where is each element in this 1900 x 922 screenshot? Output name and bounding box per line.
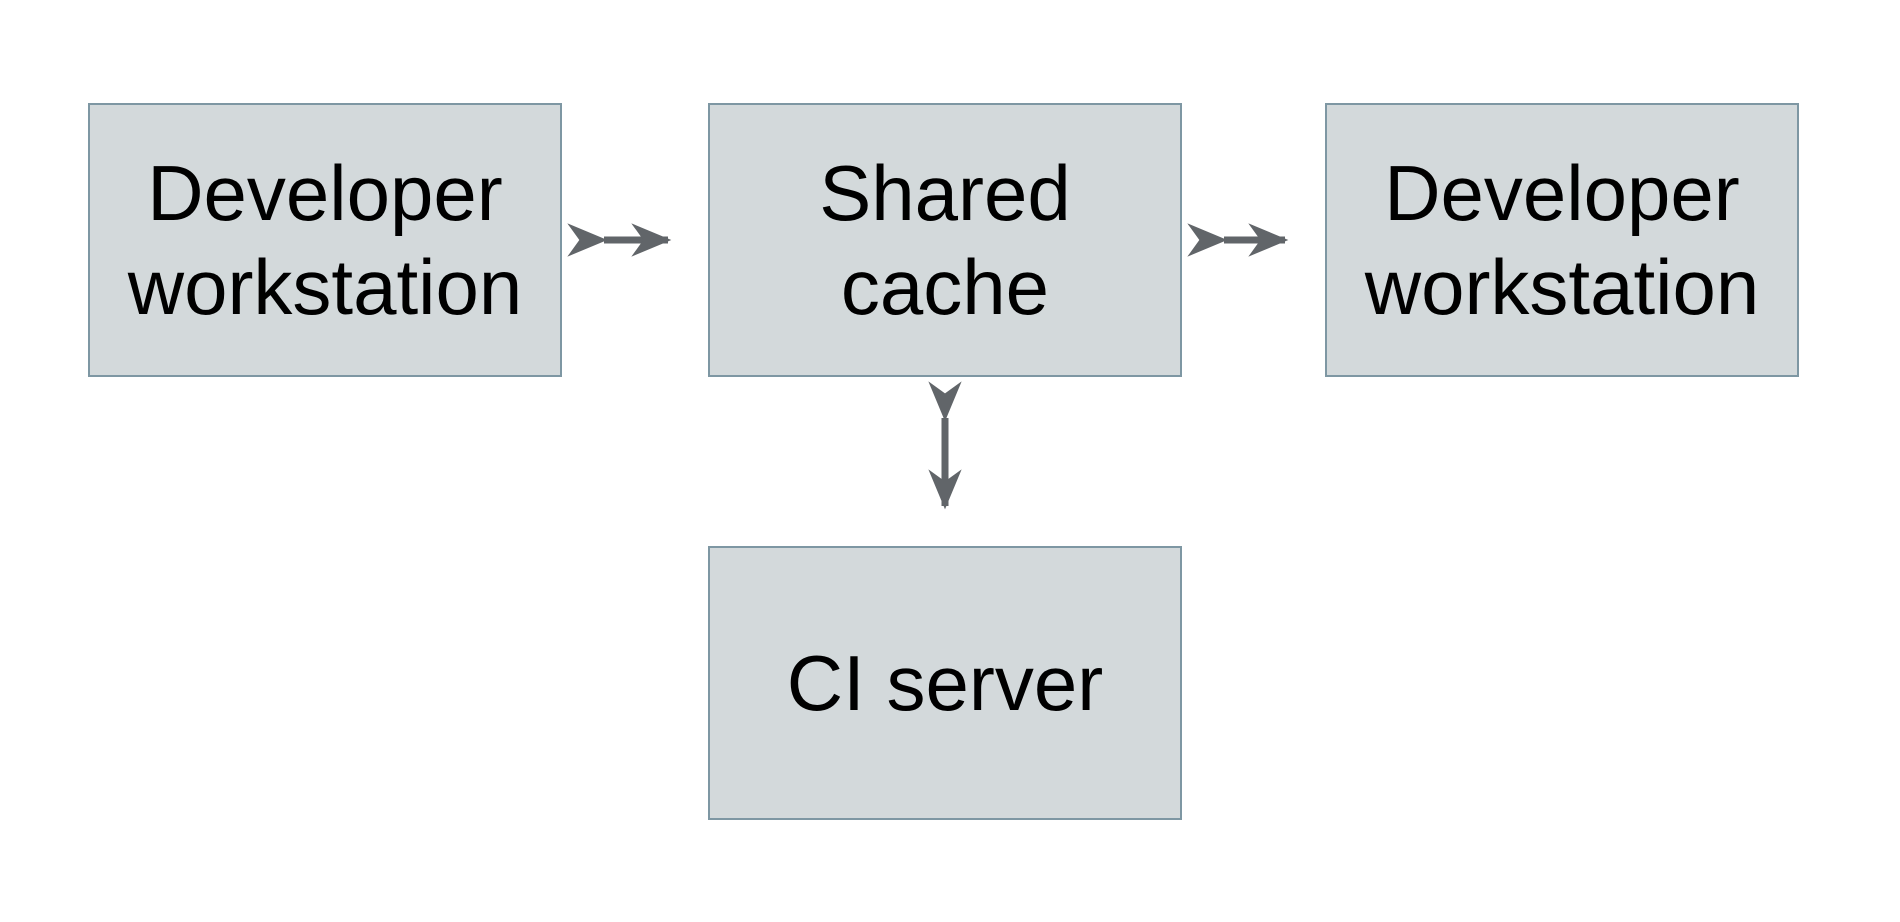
node-label-line: Developer (1384, 149, 1740, 237)
node-label-line: workstation (127, 243, 523, 331)
node-label-line: cache (840, 243, 1050, 331)
node-shared-cache: Shared cache (708, 103, 1182, 377)
node-label-line: workstation (1364, 243, 1760, 331)
node-label-line: Shared (819, 149, 1071, 237)
node-label-line: CI server (786, 639, 1104, 727)
node-ci-server: CI server (708, 546, 1182, 820)
node-developer-workstation-right: Developer workstation (1325, 103, 1799, 377)
node-developer-workstation-left: Developer workstation (88, 103, 562, 377)
node-label-line: Developer (147, 149, 503, 237)
